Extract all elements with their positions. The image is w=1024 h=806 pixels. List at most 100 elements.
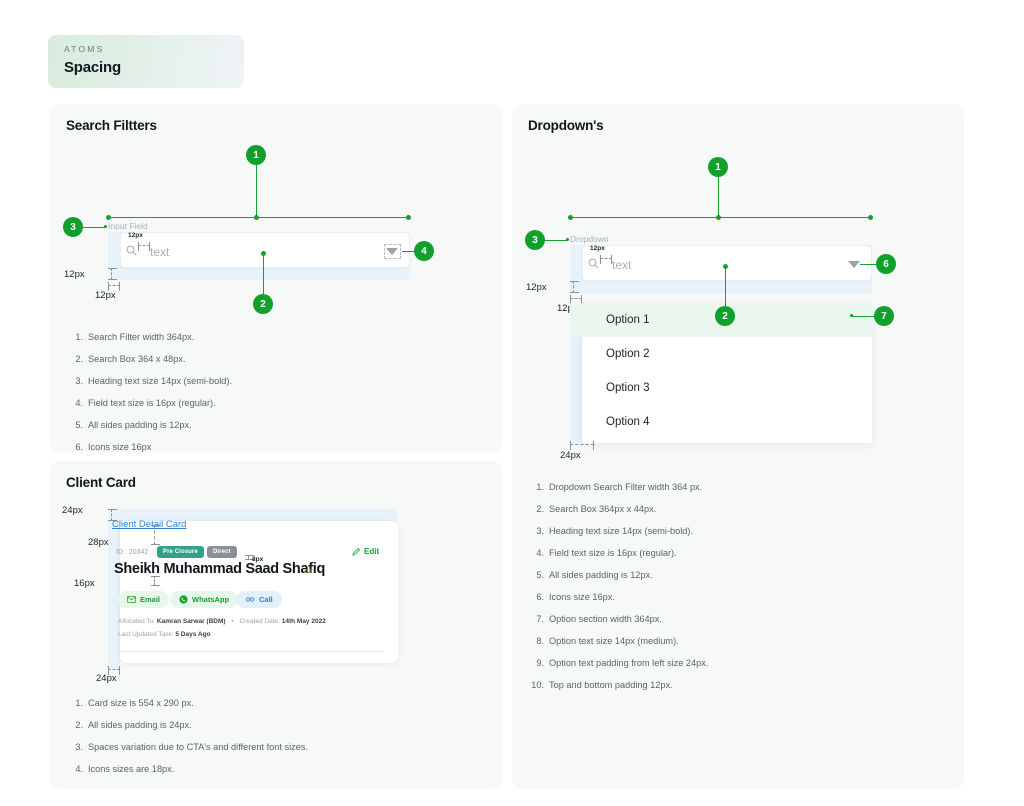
list-item: 9. Option text padding from left size 24…: [522, 658, 708, 669]
meta-created-prefix: Created Date:: [239, 618, 282, 625]
spec-text: Card size is 554 x 290 px.: [88, 698, 194, 708]
status-badge-direct: Direct: [207, 546, 237, 558]
card-divider: [118, 651, 384, 652]
spec-text: Option section width 364px.: [549, 614, 662, 625]
phone-icon: [245, 597, 255, 602]
dropdown-option-3[interactable]: Option 3: [582, 371, 872, 405]
spec-number: 7.: [536, 614, 544, 625]
email-label: Email: [140, 595, 161, 604]
list-item: 3. Spaces variation due to CTA's and dif…: [68, 742, 308, 753]
page-title: Spacing: [64, 59, 121, 76]
dropdown-option-4[interactable]: Option 4: [582, 405, 872, 439]
measure-midpoint: [254, 215, 259, 220]
badge-1: 1: [246, 145, 266, 165]
email-button[interactable]: Email: [118, 591, 170, 608]
input-field-label: Input Field: [108, 221, 148, 231]
spec-number: 6.: [536, 592, 544, 603]
list-item: 5. All sides padding is 12px.: [522, 570, 708, 581]
ruler-title-gap: [151, 525, 160, 545]
ruler-icon-gap: [138, 242, 150, 251]
atoms-kicker: ATOMS: [64, 44, 105, 54]
list-item: 4. Field text size is 16px (regular).: [522, 548, 708, 559]
panel-dropdowns: Dropdown's 1 3 Dropdown 12px text 6 12px: [512, 104, 964, 789]
search-icon: [588, 258, 599, 269]
chevron-hitbox[interactable]: [384, 244, 401, 259]
spec-number: 5.: [536, 570, 544, 581]
spec-text: Option text padding from left size 24px.: [549, 658, 709, 669]
spec-text: Field text size is 16px (regular).: [549, 548, 677, 559]
badge-6: 6: [876, 254, 896, 274]
spec-number: 2.: [75, 354, 83, 365]
spec-text: Spaces variation due to CTA's and differ…: [88, 742, 308, 753]
spec-list-client: 1. Card size is 554 x 290 px. 2. All sid…: [68, 698, 308, 786]
spec-number: 3.: [536, 526, 544, 537]
measure-box-center-dot: [261, 251, 266, 256]
measure-leader-3: [83, 227, 106, 228]
chevron-down-icon[interactable]: [386, 248, 398, 255]
whatsapp-button[interactable]: WhatsApp: [170, 591, 239, 608]
spec-list-dropdown: 1. Dropdown Search Filter width 364 px. …: [522, 482, 708, 702]
spec-text: Heading text size 14px (semi-bold).: [549, 526, 694, 537]
badge-3: 3: [525, 230, 545, 250]
ruler-label-title-gap: 28px: [88, 537, 109, 548]
spec-text: Dropdown Search Filter width 364 px.: [549, 482, 703, 492]
envelope-icon: [127, 596, 136, 603]
panel-title-dropdown: Dropdown's: [528, 118, 604, 133]
measure-leader-6: [860, 264, 888, 265]
measure-midpoint: [716, 215, 721, 220]
ruler-cta-gap: [151, 576, 160, 586]
client-detail-card-link[interactable]: Client Detail Card: [112, 519, 187, 530]
panel-title-client: Client Card: [66, 475, 136, 490]
ruler-icon-gap: [600, 255, 612, 264]
spec-number: 2.: [75, 720, 83, 731]
ruler-label-option-pad: 12px: [557, 303, 578, 314]
ruler-label-left-pad: 12px: [526, 282, 547, 293]
dropdown-option-2[interactable]: Option 2: [582, 337, 872, 371]
measure-endpoint-right: [868, 215, 873, 220]
panel-client-card: Client Card 24px Client Detail Card 28px…: [50, 461, 502, 789]
list-item: 6. Icons size 16px: [68, 442, 232, 453]
ruler-label-card-left-pad: 24px: [96, 673, 117, 684]
spec-text: Field text size is 16px (regular).: [88, 398, 216, 409]
spec-text: Search Box 364 x 48px.: [88, 354, 186, 365]
ruler-card-left-pad: [108, 666, 120, 675]
call-label: Call: [259, 595, 273, 604]
spec-number: 10.: [531, 680, 544, 691]
list-item: 10. Top and bottom padding 12px.: [522, 680, 708, 691]
ruler-label-tag-gap: 8px: [252, 556, 264, 563]
measure-endpoint-right: [406, 215, 411, 220]
list-item: 1. Card size is 554 x 290 px.: [68, 698, 308, 709]
spec-text: Icons sizes are 18px.: [88, 764, 175, 775]
measure-width-line: [108, 217, 410, 218]
spec-number: 6.: [75, 442, 83, 453]
list-item: 5. All sides padding is 12px.: [68, 420, 232, 431]
spec-text: Option text size 14px (medium).: [549, 636, 679, 647]
ruler-label-option-left: 24px: [560, 450, 581, 461]
ruler-label-card-top: 24px: [62, 505, 83, 516]
spec-text: All sides padding is 12px.: [88, 420, 192, 431]
chevron-down-icon[interactable]: [848, 261, 860, 268]
list-item: 4. Field text size is 16px (regular).: [68, 398, 232, 409]
call-button[interactable]: Call: [236, 591, 282, 608]
badge-2: 2: [715, 306, 735, 326]
spec-text: Heading text size 14px (semi-bold).: [88, 376, 233, 387]
search-input-placeholder: text: [150, 245, 170, 259]
spec-number: 1.: [75, 332, 83, 342]
list-item: 2. All sides padding is 24px.: [68, 720, 308, 731]
spec-number: 4.: [75, 398, 83, 409]
spec-text: Icons size 16px: [88, 442, 152, 453]
search-input[interactable]: [120, 232, 410, 268]
measure-leader-7-dot: [850, 314, 853, 317]
client-id: ID : 20342: [116, 549, 149, 556]
spec-text: Search Box 364px x 44px.: [549, 504, 657, 515]
measure-leader-3-dot: [566, 238, 569, 241]
badge-7: 7: [874, 306, 894, 326]
spec-number: 3.: [75, 742, 83, 753]
list-item: 8. Option text size 14px (medium).: [522, 636, 708, 647]
dropdown-search-input[interactable]: [582, 245, 872, 281]
measure-width-line: [570, 217, 872, 218]
meta-created-value: 14th May 2022: [281, 618, 326, 625]
star-icon[interactable]: ☆: [304, 565, 314, 577]
edit-button[interactable]: Edit: [352, 547, 379, 556]
list-item: 1. Dropdown Search Filter width 364 px.: [522, 482, 708, 493]
